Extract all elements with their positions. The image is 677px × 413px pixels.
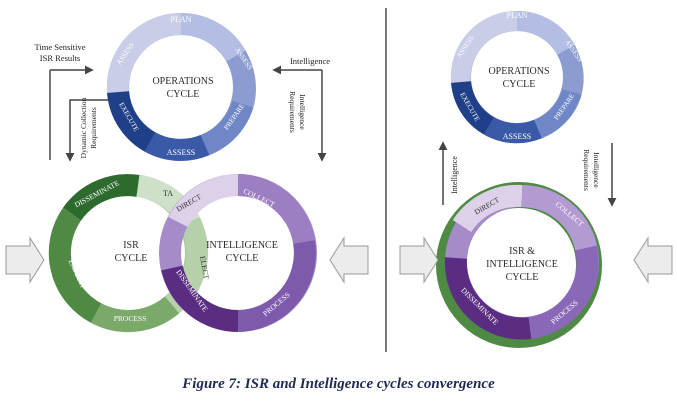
ops-title-line1: OPERATIONS [152,76,213,87]
isr-label-task: TA [163,189,173,198]
right-input-arrow-right-icon [633,236,673,284]
isr-label-elect: ELECT [198,255,211,280]
ops-segment-prepare [200,100,254,156]
ops-right-title-line1: OPERATIONS [488,66,549,77]
isr-intel-title-line3: CYCLE [506,272,539,283]
right-label-intelligence: Intelligence [450,156,459,194]
right-operations-cycle: PLAN ASSESS PREPARE ASSESS EXECUTE ASSES… [450,10,584,144]
intel-segment-direct [168,174,239,228]
ops-segment-assess-left [106,12,182,93]
right-panel: PLAN ASSESS PREPARE ASSESS EXECUTE ASSES… [399,10,673,348]
label-intelligence: Intelligence [290,56,330,66]
isr-intel-title-line2: INTELLIGENCE [486,259,558,270]
isr-intel-title-line1: ISR & [509,246,535,257]
isr-segment-disseminate [63,174,140,221]
isr-intel-segment-disseminate [444,257,532,340]
label-time-sensitive-line1: Time Sensitive [35,42,86,52]
ops-right-label-assess-bottom: ASSESS [503,132,531,141]
intel-segment-disseminate [161,265,239,332]
intel-title-line1: INTELLIGENCE [206,240,278,251]
right-label-intel-req-line2: Requirements [582,149,591,191]
intel-segment-process [237,240,316,332]
ops-right-segment-assess-right [557,44,584,95]
label-time-sensitive-line2: ISR Results [40,53,80,63]
label-dynamic-line2: Requirements [89,107,98,149]
ops-segment-execute [107,90,156,152]
left-operations-cycle: PLAN ASSESS PREPARE ASSESS EXECUTE ASSES… [106,12,256,161]
left-input-arrow-right-icon [329,236,369,284]
left-dynamic-collection-arrow [65,99,108,162]
ops-right-segment-prepare [534,88,582,139]
ops-right-segment-assess-bottom [484,117,542,144]
isr-segment-exploit [48,207,102,323]
isr-intel-segment-collect [521,185,597,251]
label-dynamic-line1: Dynamic Collection [79,97,88,158]
ops-right-segment-plan [516,11,575,56]
isr-title-line1: ISR [123,240,139,251]
right-label-intel-req-line1: Intelligence [592,152,601,188]
intel-title-line2: CYCLE [226,253,259,264]
ops-right-segment-execute [451,80,495,135]
ops-title-line2: CYCLE [167,89,200,100]
label-intel-req-line2: Requirements [288,91,297,133]
right-isr-intel-cycle: DIRECT COLLECT PROCESS DISSEMINATE ISR &… [436,182,602,348]
right-input-arrow-icon [399,236,439,284]
left-intelligence-cycle [159,174,317,332]
isr-segment-process [90,296,180,333]
intel-segment-collect [237,174,315,245]
isr-intel-segment-process [528,245,599,339]
isr-label-process: PROCESS [114,314,147,323]
ops-right-title-line2: CYCLE [503,79,536,90]
left-input-arrow-icon [5,236,45,284]
label-intel-req-line1: Intelligence [298,94,307,130]
figure-caption: Figure 7: ISR and Intelligence cycles co… [182,376,495,392]
ops-segment-plan [180,12,246,62]
ops-label-plan: PLAN [171,15,192,24]
ops-segment-assess-bottom [144,132,210,161]
ops-segment-assess-right [226,50,256,107]
isr-intel-segment-direct [452,184,523,233]
left-panel: PLAN ASSESS PREPARE ASSESS EXECUTE ASSES… [5,12,369,333]
ops-label-assess-bottom: ASSESS [167,148,195,157]
ops-right-segment-assess-left [450,10,518,83]
ops-right-label-plan: PLAN [507,11,528,20]
isr-title-line2: CYCLE [115,253,148,264]
